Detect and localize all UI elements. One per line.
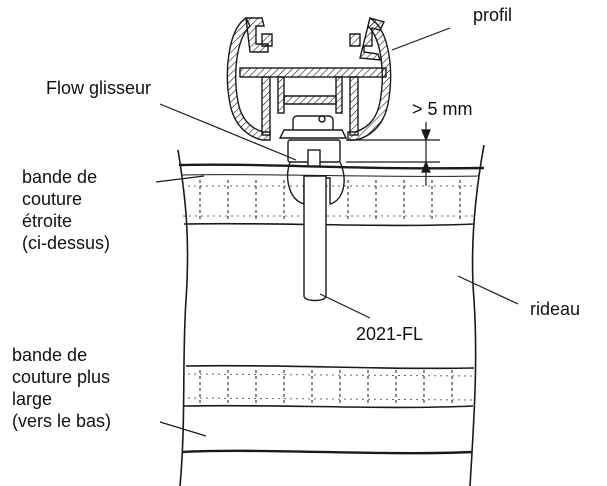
label-wide-band: bande de couture plus large (vers le bas…: [12, 344, 111, 432]
curtain-right-edge: [469, 144, 485, 486]
wide-band-top-line: [185, 364, 475, 370]
profile-inner-right-post: [335, 76, 343, 114]
narrow-band-top-line: [180, 174, 480, 177]
curtain-top-edge: [178, 163, 485, 170]
leader-flow-glisseur: [159, 103, 297, 161]
leader-2021-fl: [319, 293, 371, 319]
wide-band-line-2: couture plus: [12, 367, 111, 387]
profile-right-hook: [359, 17, 386, 61]
profile-right-wall: [349, 76, 359, 136]
glider-stem: [307, 149, 321, 167]
profile-left-hook: [245, 17, 269, 53]
flow-glider: [278, 115, 348, 302]
profile-outer-shell-right: [347, 16, 392, 141]
glider-flange: [278, 129, 348, 139]
leader-wide-band: [159, 421, 207, 437]
label-profil: profil: [473, 5, 513, 25]
narrow-band-line-1: bande de: [22, 167, 98, 187]
label-rideau: rideau: [530, 299, 581, 319]
label-part-code: 2021-FL: [356, 324, 424, 344]
curtain-bottom-line: [181, 449, 473, 455]
leader-narrow-band: [155, 175, 205, 183]
wide-band-line-4: (vers le bas): [12, 411, 112, 431]
curtain-fabric: [177, 144, 485, 486]
dim-arrow-top: [421, 129, 431, 142]
track-profile: [226, 16, 392, 141]
narrow-band-line-4: (ci-dessus): [22, 233, 111, 253]
profile-top-bumps: [261, 33, 361, 47]
label-gap-dimension: > 5 mm: [412, 99, 473, 119]
profile-left-wall: [261, 76, 271, 136]
narrow-band-bottom-line: [183, 222, 475, 227]
wide-band-line-1: bande de: [12, 345, 88, 365]
wide-band-bottom-line: [183, 404, 474, 409]
wide-band-line-3: large: [12, 389, 53, 409]
narrow-band-stitching: [182, 180, 478, 222]
hook-2021-fl: [303, 175, 327, 302]
leader-rideau: [457, 275, 519, 305]
dim-arrow-bottom: [421, 160, 431, 173]
profile-web: [239, 67, 387, 78]
label-narrow-band: bande de couture étroite (ci-dessus): [22, 166, 110, 254]
narrow-band-line-2: couture: [22, 189, 83, 209]
leader-profil: [391, 27, 451, 51]
gap-dimension: [346, 122, 440, 186]
label-flow-glisseur: Flow glisseur: [46, 78, 152, 98]
profile-mid-rail: [283, 95, 337, 105]
glider-pin: [318, 115, 326, 123]
curtain-left-edge: [177, 149, 189, 486]
profile-inner-left-post: [277, 76, 285, 114]
narrow-band-line-3: étroite: [22, 211, 73, 231]
wide-band-stitching: [187, 370, 475, 404]
leader-lines: [155, 27, 519, 437]
